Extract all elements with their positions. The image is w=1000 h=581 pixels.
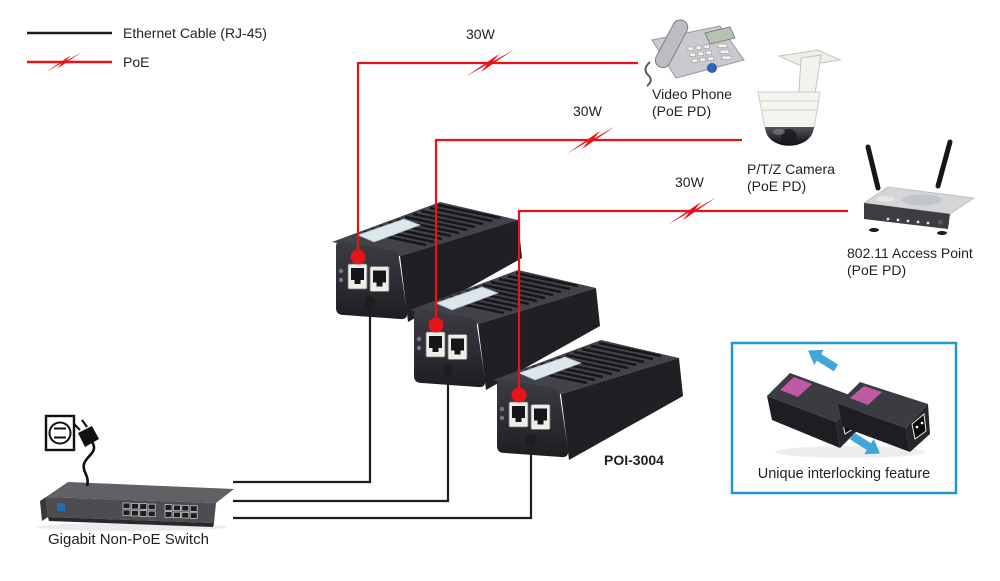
ethernet-cable-1 <box>233 302 372 484</box>
video-phone-name: Video Phone <box>652 86 732 102</box>
ethernet-cable-2 <box>233 370 450 503</box>
ethernet-connection-dots <box>364 296 537 446</box>
poe-connection-dots <box>350 249 527 403</box>
power-plug-icon <box>73 419 99 487</box>
ethernet-cables <box>233 302 533 520</box>
legend-poe-line-icon <box>27 52 112 72</box>
poe-cable-1 <box>356 61 638 257</box>
power-label-2: 30W <box>573 103 602 119</box>
video-phone <box>644 19 745 87</box>
poe-cable-2 <box>434 138 742 325</box>
power-cord <box>82 441 96 487</box>
ptz-camera-name: P/T/Z Camera <box>747 161 835 177</box>
ethernet-cable-3 <box>233 440 533 520</box>
power-label-3: 30W <box>675 174 704 190</box>
video-phone-type: (PoE PD) <box>652 103 712 119</box>
inset-box <box>730 341 958 495</box>
ptz-camera <box>757 49 842 146</box>
access-point-name: 802.11 Access Point <box>847 245 973 261</box>
poe-cable-3 <box>517 209 848 395</box>
power-label-1: 30W <box>466 26 495 42</box>
access-point-label: 802.11 Access Point (PoE PD) <box>847 245 973 279</box>
switch-logo <box>57 503 65 511</box>
legend-poe-label: PoE <box>123 54 150 70</box>
switch-label: Gigabit Non-PoE Switch <box>48 531 209 548</box>
injector-model-label: POI-3004 <box>604 452 664 468</box>
gigabit-switch <box>37 482 234 531</box>
access-point-type: (PoE PD) <box>847 262 907 278</box>
access-point <box>862 139 976 235</box>
poe-cables <box>356 61 848 395</box>
inset-injector-right <box>838 382 930 452</box>
ptz-camera-type: (PoE PD) <box>747 178 807 194</box>
legend-ethernet-label: Ethernet Cable (RJ-45) <box>123 25 267 41</box>
phone-handset <box>654 19 689 69</box>
switch-ports <box>122 502 198 519</box>
power-outlet-icon <box>44 414 76 452</box>
ptz-camera-label: P/T/Z Camera (PoE PD) <box>747 161 835 195</box>
video-phone-label: Video Phone (PoE PD) <box>652 86 732 120</box>
inset-caption: Unique interlocking feature <box>757 466 931 482</box>
